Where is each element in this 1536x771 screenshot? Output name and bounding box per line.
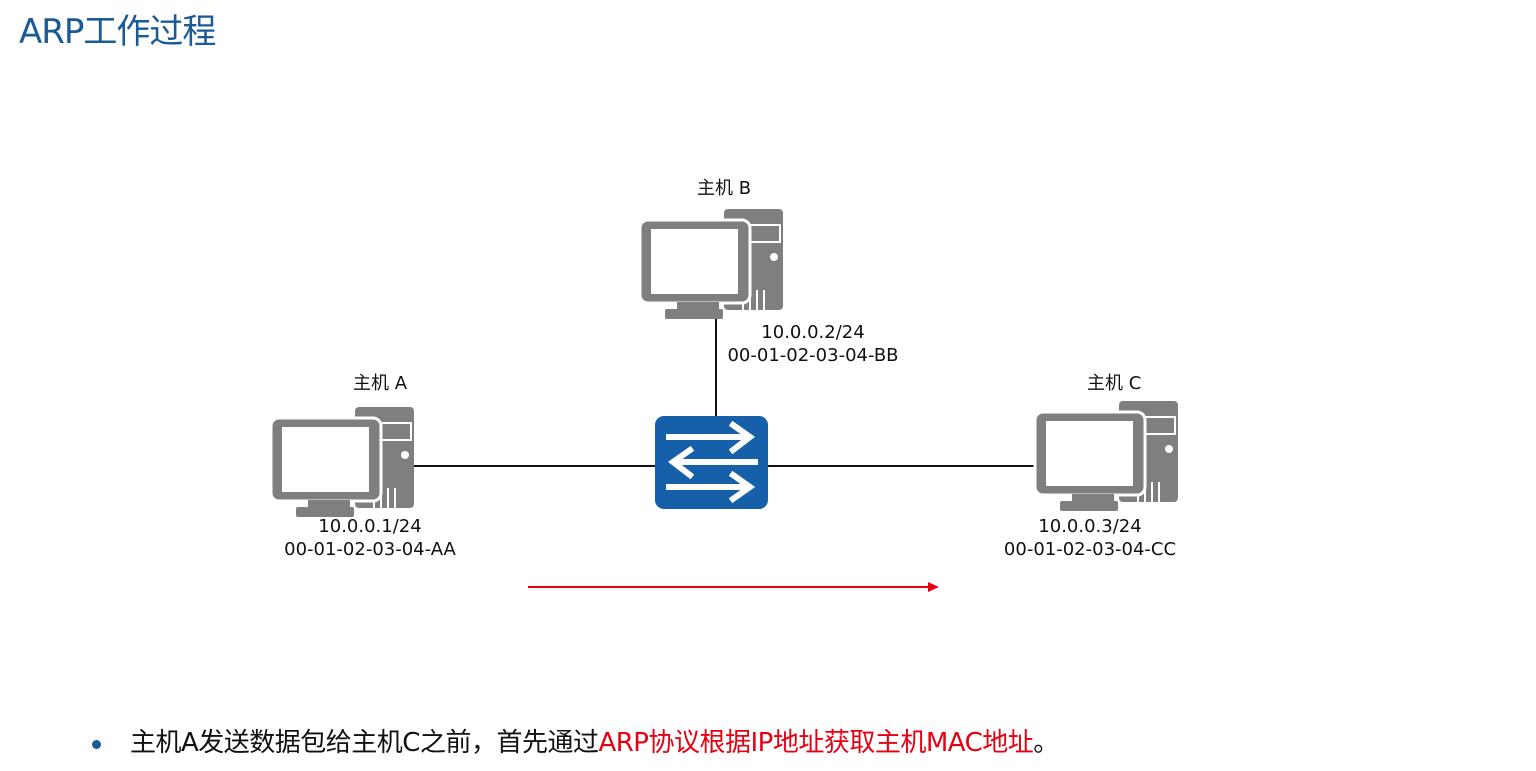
host-c-ip: 10.0.0.3/24 — [1038, 516, 1142, 537]
host-b-label: 主机 B — [697, 178, 752, 199]
host-b-ip: 10.0.0.2/24 — [761, 322, 865, 343]
host-c-mac: 00-01-02-03-04-CC — [1003, 539, 1177, 560]
page-title: ARP工作过程 — [19, 12, 216, 52]
host-a-label: 主机 A — [353, 373, 408, 394]
bullet-text-end: 。 — [1033, 728, 1059, 758]
bullet-text-highlight: ARP协议根据IP地址获取主机MAC地址 — [598, 728, 1034, 758]
bullet-dot — [92, 740, 101, 749]
host-c-label: 主机 C — [1087, 373, 1142, 394]
bullet-text: 主机A发送数据包给主机C之前，首先通过ARP协议根据IP地址获取主机MAC地址。 — [130, 722, 1059, 759]
computer-c-icon — [1033, 399, 1180, 513]
red-direction-arrow — [528, 582, 939, 592]
computer-b-icon — [638, 207, 785, 321]
computer-a-icon — [269, 405, 416, 519]
host-a-ip: 10.0.0.1/24 — [318, 516, 422, 537]
host-b-mac: 00-01-02-03-04-BB — [727, 345, 899, 366]
host-a-mac: 00-01-02-03-04-AA — [284, 539, 456, 560]
switch-icon — [655, 416, 768, 509]
bullet-text-plain: 主机A发送数据包给主机C之前，首先通过 — [130, 728, 599, 758]
